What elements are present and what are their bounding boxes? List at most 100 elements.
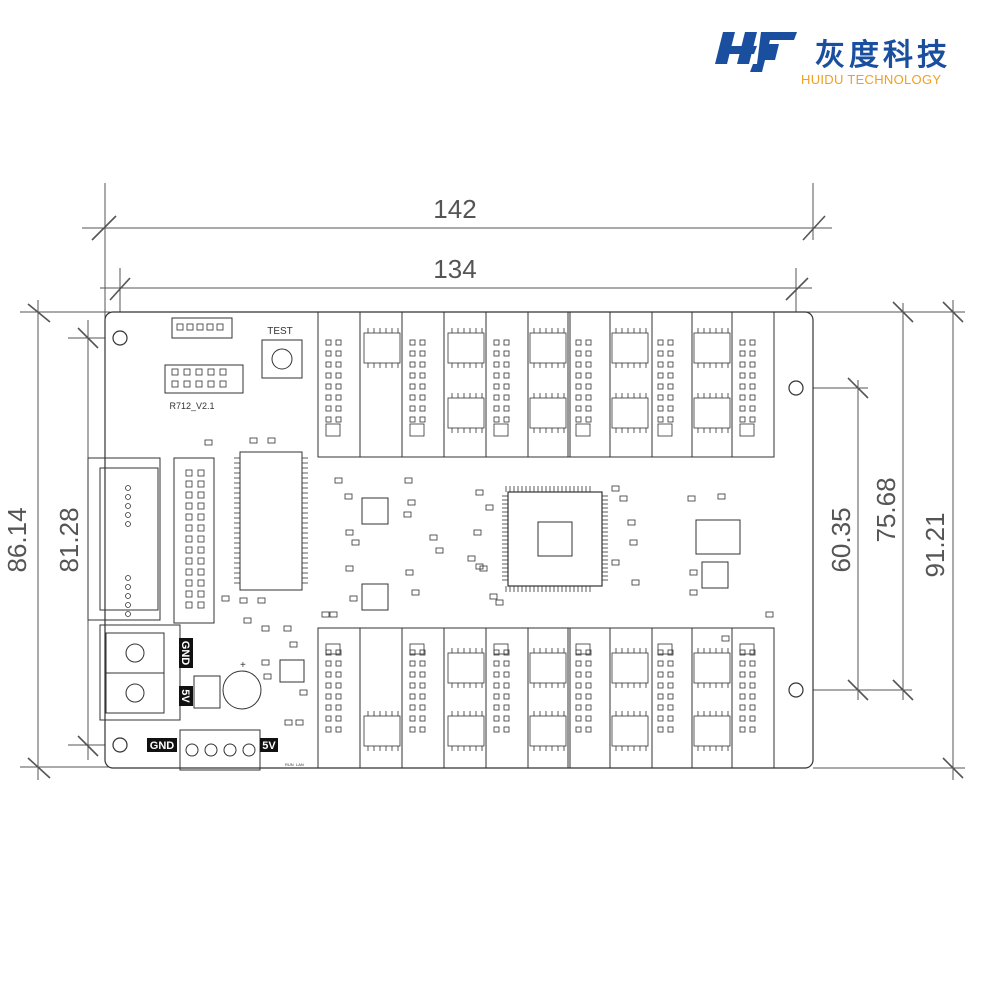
smd-part <box>611 559 620 566</box>
hub-pin <box>419 682 426 689</box>
hub-pin <box>575 350 582 357</box>
header-pin <box>206 323 214 331</box>
hub-pin <box>493 383 500 390</box>
hub-pin <box>409 405 416 412</box>
hub-pin <box>493 660 500 667</box>
hub-pin <box>749 682 756 689</box>
hub-pin <box>335 715 342 722</box>
logo-english-name: HUIDU TECHNOLOGY <box>801 72 942 87</box>
smd-part <box>475 489 484 496</box>
hub-pin <box>657 660 664 667</box>
hub-key <box>575 423 591 437</box>
hub-pin <box>749 649 756 656</box>
smd-part <box>405 569 414 576</box>
hub-pin <box>749 372 756 379</box>
hub-pin <box>409 394 416 401</box>
dvi-pin <box>125 521 131 527</box>
hub-pin <box>575 693 582 700</box>
hub-pin <box>409 660 416 667</box>
power-jack-block <box>99 624 181 721</box>
hub-pin <box>585 726 592 733</box>
hub-pin <box>419 671 426 678</box>
hub-pin <box>409 715 416 722</box>
hub-pin <box>575 416 582 423</box>
hub-pin <box>575 372 582 379</box>
ribbon-pin <box>197 513 205 521</box>
ribbon-pin <box>197 524 205 532</box>
hub-pin <box>657 350 664 357</box>
terminal-screw-1 <box>185 743 199 757</box>
header-pin <box>183 380 191 388</box>
hub-pin <box>419 649 426 656</box>
smd-part <box>243 617 252 624</box>
hub-pin <box>585 405 592 412</box>
hub-key <box>657 643 673 655</box>
hub-pin <box>667 726 674 733</box>
dim-overall-height: 86.14 <box>2 507 32 572</box>
test-button-label: TEST <box>267 326 293 337</box>
hub-pin <box>325 715 332 722</box>
buffer-ic <box>447 397 485 429</box>
smd-part <box>345 529 354 536</box>
dvi-connector-body <box>87 457 161 621</box>
bottom-hub-connector-row <box>317 627 775 769</box>
regulator-sot223 <box>701 561 729 589</box>
ribbon-pin <box>197 535 205 543</box>
hub-pin <box>749 416 756 423</box>
hub-pin <box>749 693 756 700</box>
smd-components <box>204 437 774 726</box>
hub-pin <box>575 671 582 678</box>
hub-pin <box>419 339 426 346</box>
gnd-label-top: GND <box>179 641 191 666</box>
buffer-ic <box>611 332 649 364</box>
hub-pin <box>335 649 342 656</box>
hub-pin <box>667 660 674 667</box>
flash-chip <box>695 519 741 555</box>
hub-pin <box>657 372 664 379</box>
ribbon-pin <box>185 535 193 543</box>
hub-pin <box>657 383 664 390</box>
smd-part <box>221 595 230 602</box>
dim-hole-span-width: 134 <box>433 254 476 284</box>
ribbon-pin <box>197 579 205 587</box>
hub-pin <box>749 350 756 357</box>
hub-pin <box>667 671 674 678</box>
hub-pin <box>585 339 592 346</box>
5v-label-bottom: 5V <box>262 740 276 752</box>
ethernet-phy-chip-top <box>361 497 389 525</box>
hub-pin <box>325 660 332 667</box>
hub-pin <box>585 372 592 379</box>
ribbon-pin <box>197 491 205 499</box>
buffer-ic <box>693 652 731 684</box>
hub-pin <box>503 405 510 412</box>
smd-part <box>267 437 276 444</box>
hub-pin <box>503 394 510 401</box>
regulator-ic <box>193 675 221 709</box>
hub-pin <box>667 416 674 423</box>
hub-pin <box>503 715 510 722</box>
smd-part <box>629 539 638 546</box>
ribbon-header-pins <box>185 469 205 609</box>
hub-pin <box>749 383 756 390</box>
ribbon-pin <box>185 579 193 587</box>
smd-part <box>239 597 248 604</box>
mounting-holes <box>112 330 804 753</box>
smd-part <box>345 565 354 572</box>
hub-pin <box>503 693 510 700</box>
hub-pin <box>667 704 674 711</box>
hub-pin <box>409 704 416 711</box>
buffer-ic <box>529 397 567 429</box>
smd-part <box>289 641 298 648</box>
hub-pin <box>585 416 592 423</box>
smd-part <box>284 719 293 726</box>
hub-pin <box>749 715 756 722</box>
hub-pin <box>493 726 500 733</box>
terminal-screw-4 <box>242 743 256 757</box>
header-pins <box>171 323 227 388</box>
gnd-label-bottom-bg <box>147 738 177 752</box>
hub-pin <box>739 671 746 678</box>
hub-pin <box>409 372 416 379</box>
hub-pin <box>739 704 746 711</box>
hub-pin <box>585 660 592 667</box>
hub-pin <box>749 671 756 678</box>
